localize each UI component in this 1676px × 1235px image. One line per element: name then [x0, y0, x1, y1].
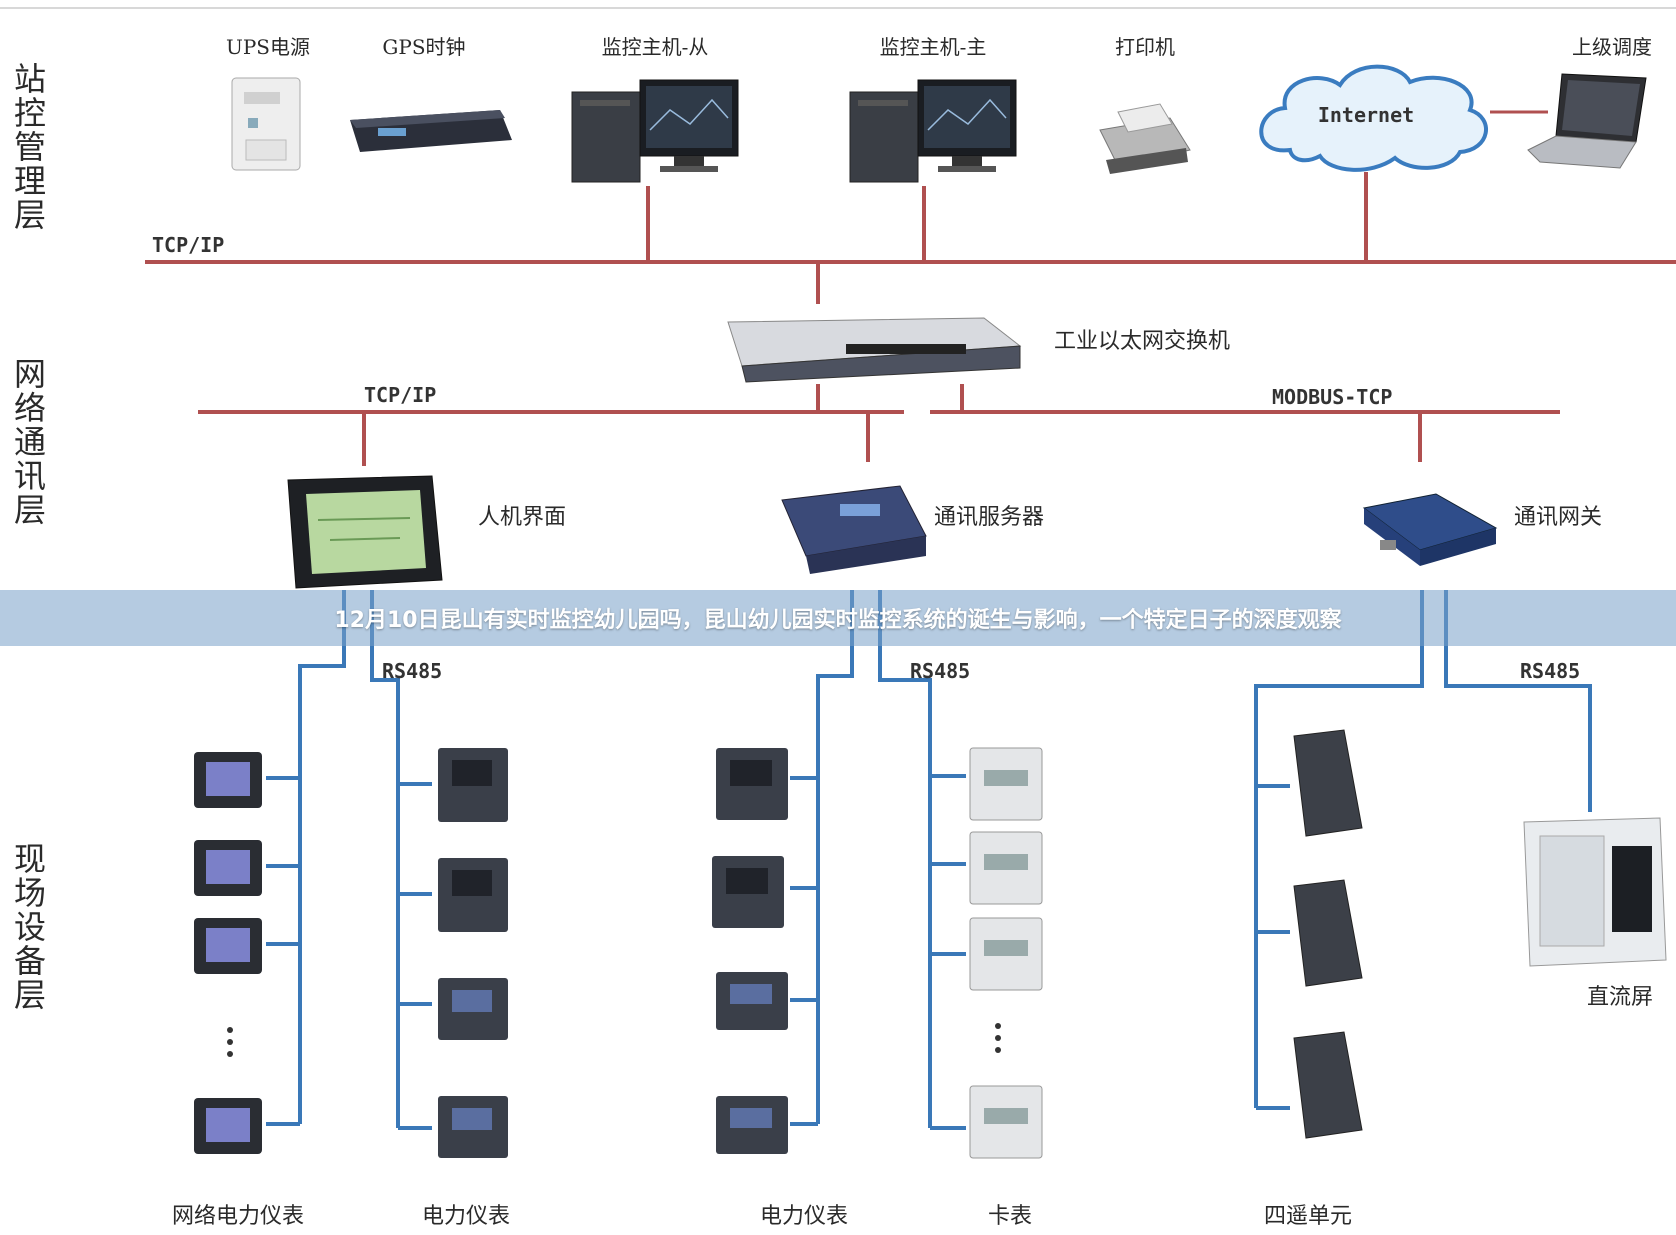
power-meter-icon: [438, 858, 508, 932]
gps-label: GPS时钟: [382, 35, 465, 59]
power-meter-icon: [438, 1096, 508, 1158]
rs485-label-1: RS485: [382, 659, 442, 683]
industrial-switch-icon: [727, 317, 1022, 383]
comm-server-label: 通讯服务器: [934, 505, 1044, 530]
remote-unit-label: 四遥单元: [1264, 1204, 1352, 1229]
card-meter-icon: [969, 831, 1043, 905]
ellipsis-dots: [227, 1027, 233, 1057]
upper-dispatch-label: 上级调度: [1572, 35, 1652, 59]
hmi-label: 人机界面: [478, 505, 566, 530]
power-meter-icon: [716, 972, 788, 1030]
net-power-meter-label: 网络电力仪表: [172, 1204, 304, 1229]
printer-icon: [1099, 103, 1191, 174]
layer-label-station: 站控管理层: [14, 60, 46, 234]
power-meter-icon: [438, 978, 508, 1040]
ups-label: UPS电源: [226, 35, 310, 59]
card-meter-icon: [969, 917, 1043, 991]
svg-text:网络通讯层: 网络通讯层: [14, 355, 46, 529]
hmi-panel-icon: [287, 475, 443, 589]
monitor-master-label: 监控主机-主: [880, 35, 987, 59]
power-meter-icon: [716, 748, 788, 820]
net-power-meter-icon: [194, 918, 262, 974]
power-meter-label-2: 电力仪表: [760, 1204, 848, 1229]
printer-label: 打印机: [1115, 35, 1175, 59]
layer-label-field: 现场设备层: [14, 840, 46, 1014]
gateway-label: 通讯网关: [1514, 505, 1602, 530]
laptop-icon: [1527, 73, 1647, 169]
dc-panel-label: 直流屏: [1587, 985, 1653, 1010]
comm-gateway-icon: [1362, 493, 1498, 566]
ellipsis-dots: [995, 1023, 1001, 1053]
monitor-slave-icon: [571, 79, 739, 183]
dc-panel-icon: [1523, 817, 1667, 967]
net-power-meter-icon: [194, 1098, 262, 1154]
tcp-ip-top-label: TCP/IP: [152, 233, 224, 257]
remote-unit-icon: [1293, 1031, 1363, 1139]
card-meter-icon: [969, 747, 1043, 821]
tcp-ip-mid-label: TCP/IP: [364, 383, 436, 407]
rs485-label-2: RS485: [910, 659, 970, 683]
ups-device-icon: [231, 77, 301, 171]
power-meter-icon: [716, 1096, 788, 1154]
modbus-tcp-label: MODBUS-TCP: [1272, 385, 1392, 409]
banner-title: 12月10日昆山有实时监控幼儿园吗，昆山幼儿园实时监控系统的诞生与影响，一个特定…: [334, 608, 1342, 633]
comm-server-icon: [781, 485, 927, 574]
monitor-slave-label: 监控主机-从: [602, 35, 709, 59]
power-meter-icon: [712, 856, 784, 928]
gps-clock-icon: [350, 110, 512, 152]
power-meter-icon: [438, 748, 508, 822]
svg-text:站控管理层: 站控管理层: [14, 60, 46, 234]
card-meter-label: 卡表: [988, 1204, 1032, 1229]
title-banner: 12月10日昆山有实时监控幼儿园吗，昆山幼儿园实时监控系统的诞生与影响，一个特定…: [0, 590, 1676, 646]
switch-label: 工业以太网交换机: [1054, 329, 1230, 354]
internet-label: Internet: [1318, 103, 1414, 127]
internet-cloud-icon: Internet: [1259, 64, 1488, 172]
layer-label-network: 网络通讯层: [14, 355, 46, 529]
monitor-master-icon: [849, 79, 1017, 183]
net-power-meter-icon: [194, 840, 262, 896]
net-power-meter-icon: [194, 752, 262, 808]
card-meter-icon: [969, 1085, 1043, 1159]
svg-text:现场设备层: 现场设备层: [14, 840, 46, 1014]
remote-unit-icon: [1293, 729, 1363, 837]
rs485-label-3: RS485: [1520, 659, 1580, 683]
power-meter-label-1: 电力仪表: [422, 1204, 510, 1229]
remote-unit-icon: [1293, 879, 1363, 987]
